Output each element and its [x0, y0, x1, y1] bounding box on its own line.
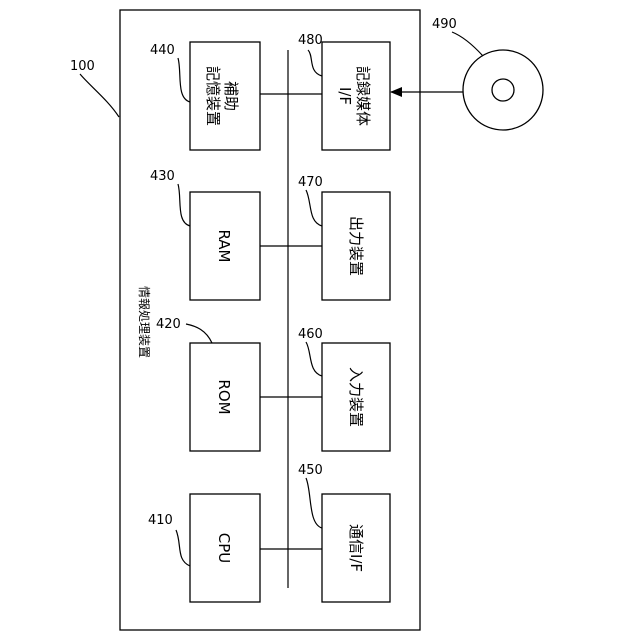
cpu-label: CPU — [215, 533, 233, 564]
leader-100 — [80, 74, 119, 117]
ref-450: 450 — [298, 463, 323, 478]
ref-490: 490 — [432, 17, 457, 32]
communication-if-label: 通信I/F — [347, 524, 365, 572]
ref-410: 410 — [148, 513, 173, 528]
ref-460: 460 — [298, 327, 323, 342]
ref-420: 420 — [156, 317, 181, 332]
apparatus-title: 情報処理装置 — [137, 286, 151, 358]
auxiliary-storage-label-2: 記憶装置 — [204, 66, 222, 126]
rom-label: ROM — [215, 379, 233, 414]
recording-medium-if-label-2: I/F — [336, 87, 354, 105]
ref-440: 440 — [150, 43, 175, 58]
ref-430: 430 — [150, 169, 175, 184]
auxiliary-storage-label-1: 補助 — [222, 81, 240, 111]
ref-480: 480 — [298, 33, 323, 48]
disk-hole — [492, 79, 514, 101]
ref-100: 100 — [70, 59, 95, 74]
input-device-label: 入力装置 — [347, 367, 365, 427]
ram-label: RAM — [215, 229, 233, 262]
leader-490 — [452, 32, 483, 56]
ref-470: 470 — [298, 175, 323, 190]
recording-medium-if-label-1: 記録媒体 — [354, 66, 372, 126]
output-device-label: 出力装置 — [347, 216, 365, 276]
